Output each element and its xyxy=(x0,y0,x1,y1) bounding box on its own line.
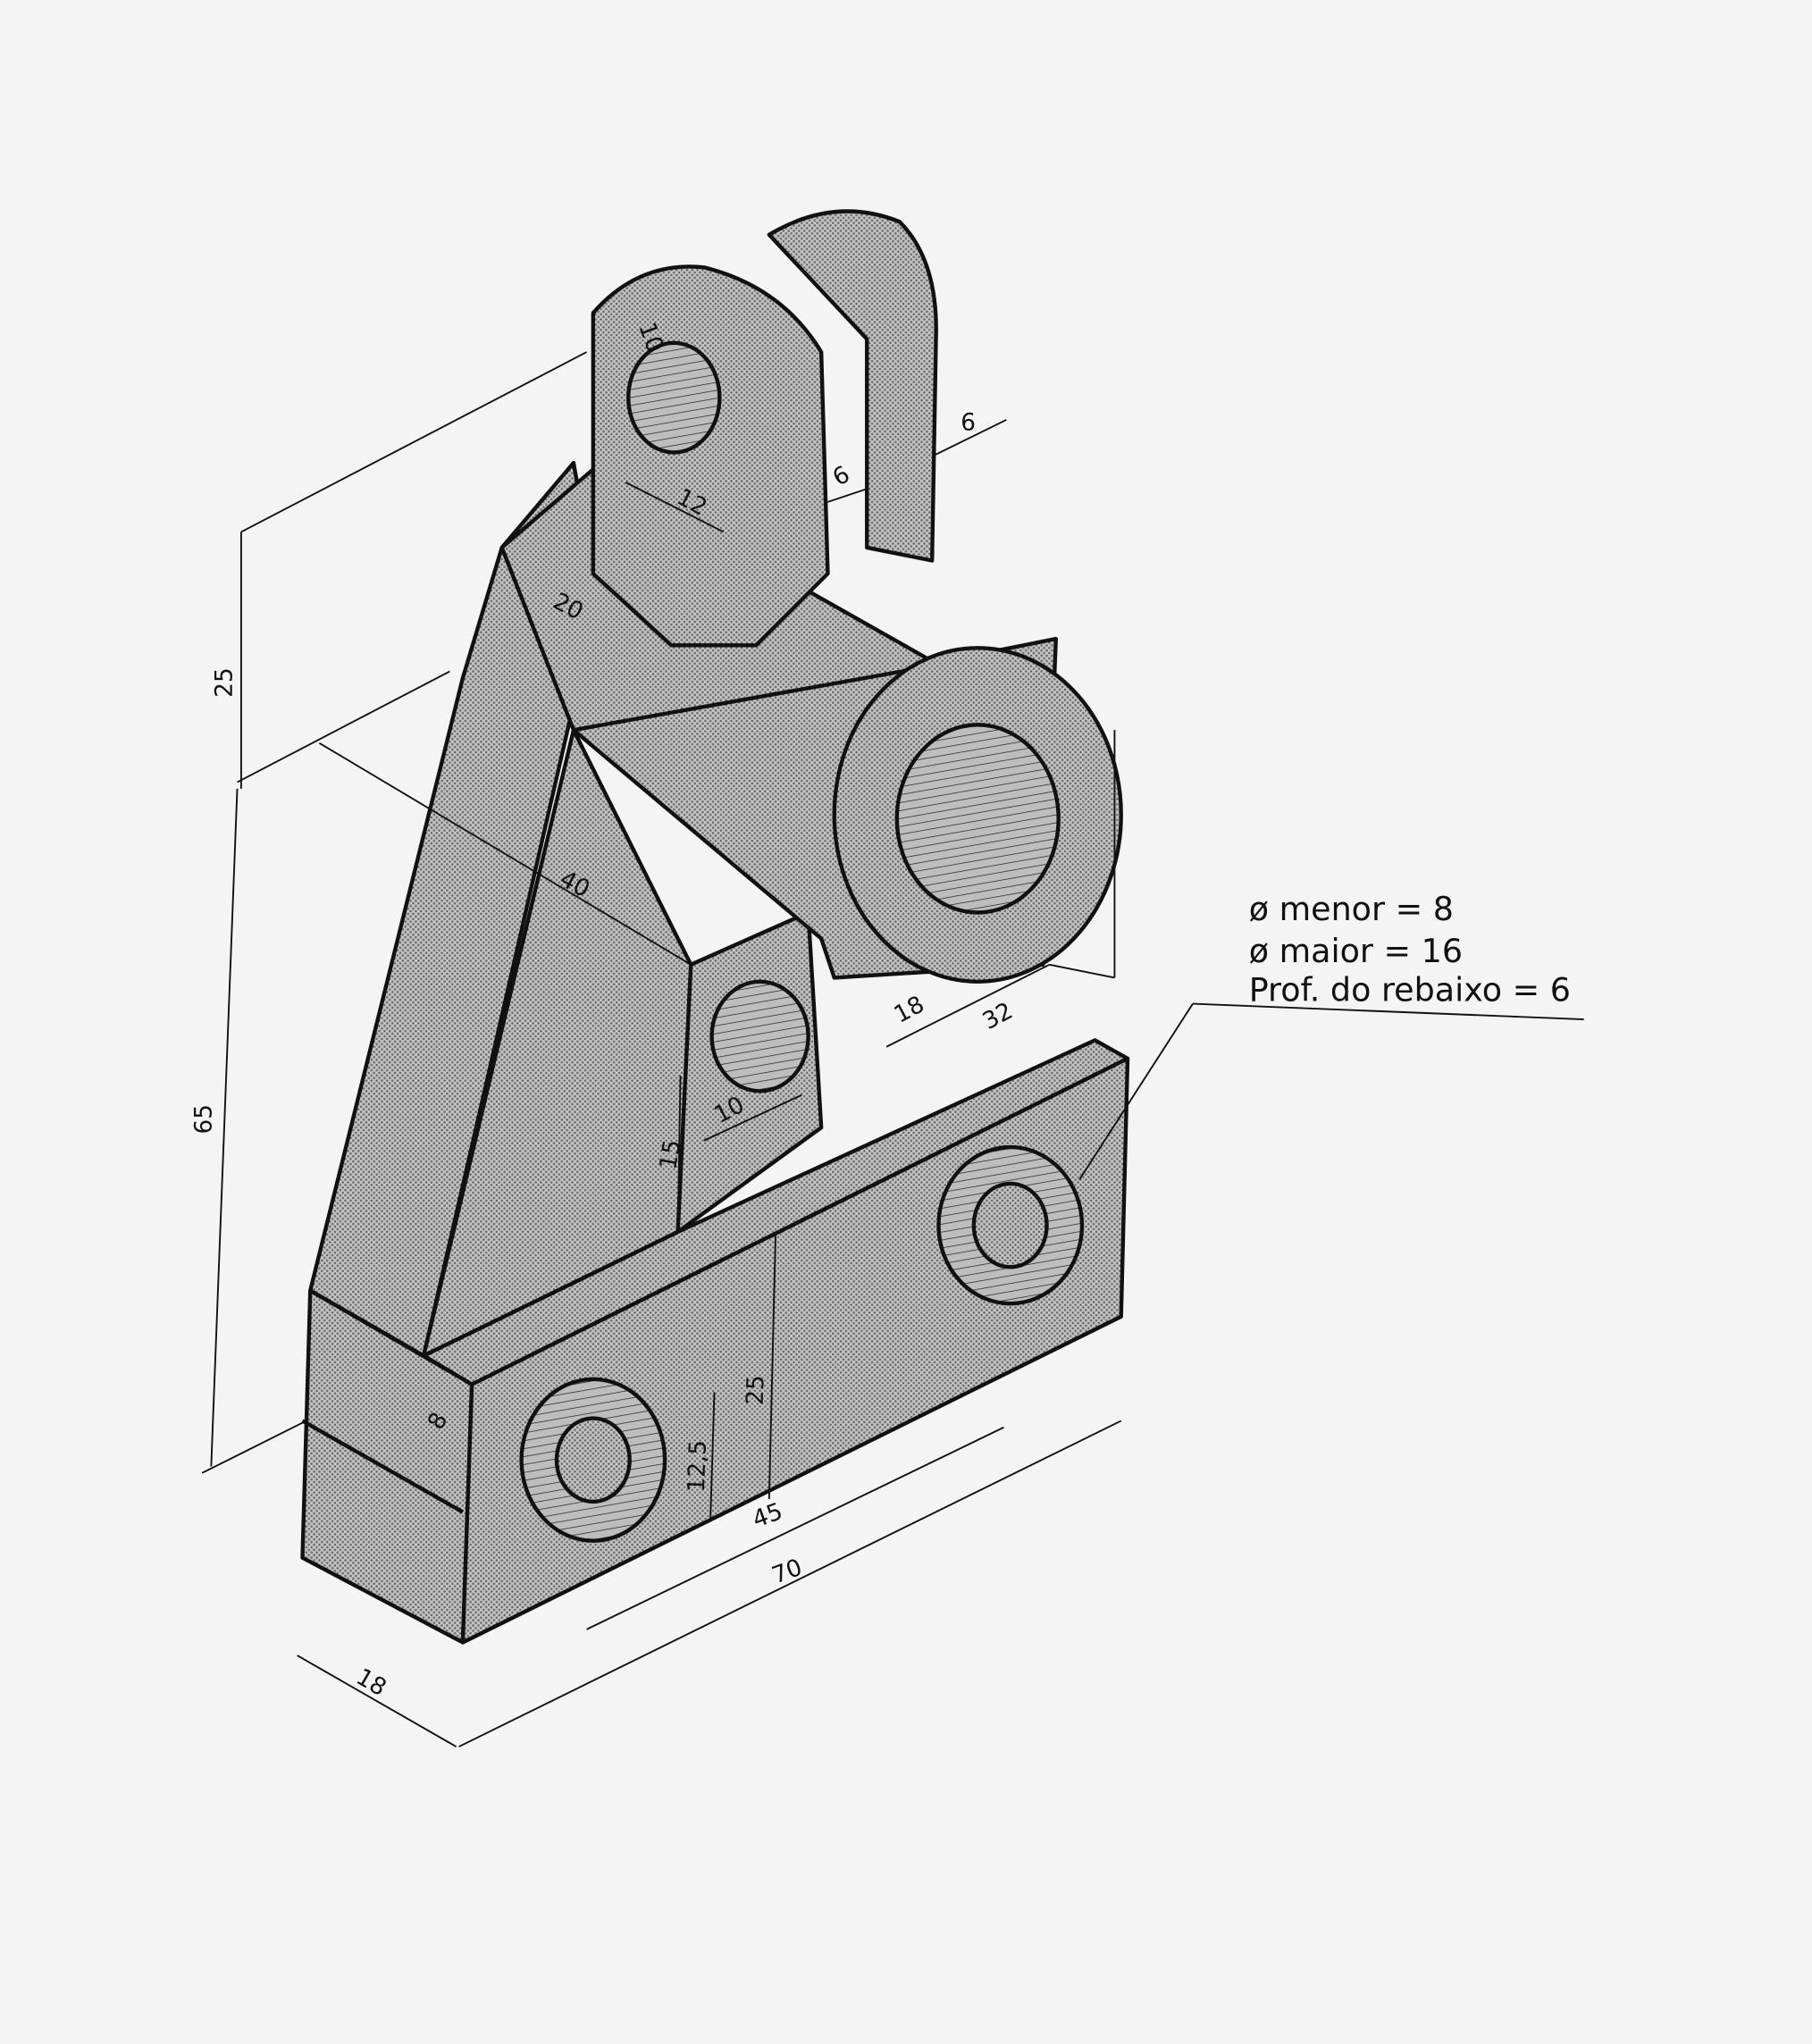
dim-side-hole-height: 15 xyxy=(655,1137,686,1171)
fork-back-arm xyxy=(767,209,938,563)
dim-total-height: 65 xyxy=(190,1104,217,1134)
dimension-lines xyxy=(201,351,1584,1748)
note-major-diameter: ø maior = 16 xyxy=(1249,932,1463,970)
note-minor-diameter: ø menor = 8 xyxy=(1249,890,1454,928)
dim-base-length: 70 xyxy=(768,1554,806,1590)
dim-cylinder-dia: 32 xyxy=(978,998,1018,1035)
fork-front-arm xyxy=(591,264,830,648)
note-counterbore-depth: Prof. do rebaixo = 6 xyxy=(1249,971,1571,1009)
cylinder-bore xyxy=(894,723,1061,915)
counterbore-note: ø menor = 8 ø maior = 16 Prof. do rebaix… xyxy=(1249,890,1571,1009)
dim-base-depth: 18 xyxy=(351,1663,390,1702)
dim-hole-height: 12,5 xyxy=(684,1439,712,1492)
dim-base-height: 25 xyxy=(742,1375,770,1405)
dim-fork-thickness: 6 xyxy=(961,410,976,437)
counterbored-hole-left xyxy=(519,1377,667,1543)
eye-hole xyxy=(626,340,722,455)
cylinder-boss xyxy=(571,636,1123,984)
fork-lug xyxy=(591,209,938,648)
dim-cylinder-hole: 18 xyxy=(890,991,929,1028)
dim-hole-spacing: 45 xyxy=(749,1498,786,1534)
counterbored-hole-right xyxy=(936,1144,1085,1306)
dim-fork-gap: 6 xyxy=(828,461,854,491)
dim-upper-height: 25 xyxy=(212,667,239,697)
side-hole xyxy=(709,979,810,1093)
